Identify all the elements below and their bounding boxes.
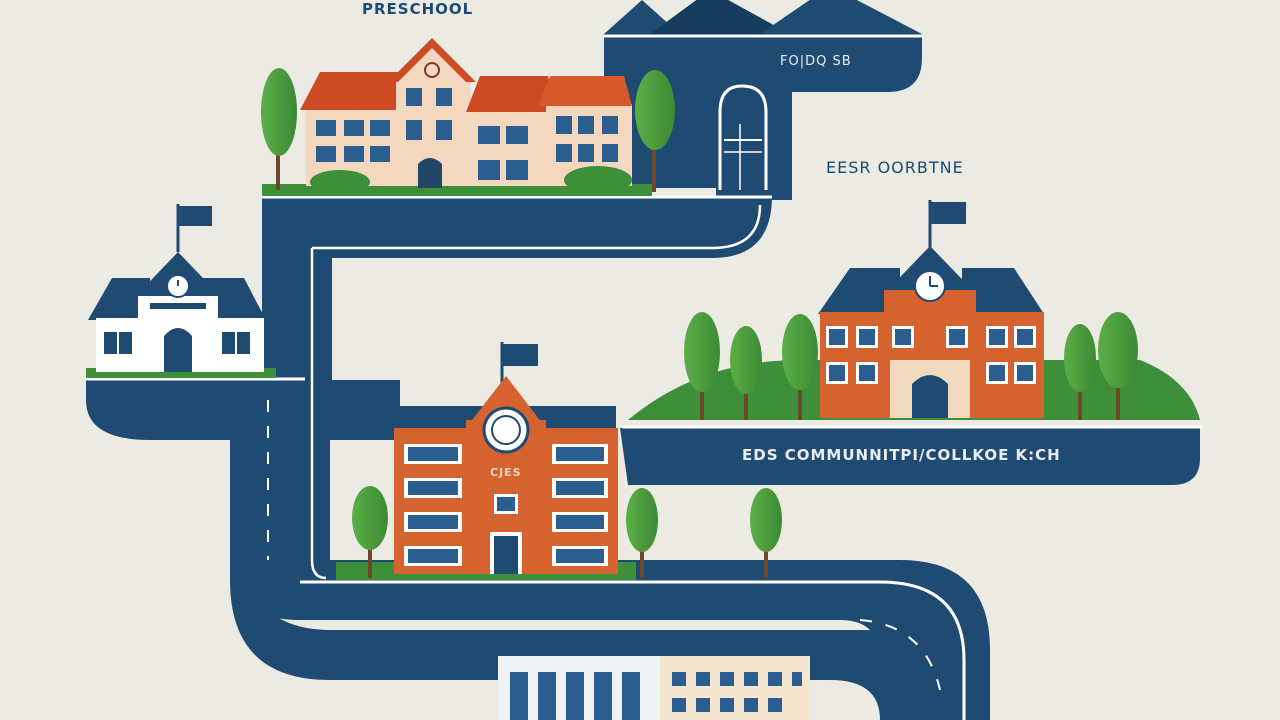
community-college-label: EDS COMMUNNITPI/COLLKOE K:CH [742, 446, 1061, 464]
tree-icon [626, 488, 658, 578]
road-edge-lines [86, 34, 1202, 720]
preschool-building [262, 38, 652, 196]
elementary-label: ECSS K.OON [452, 213, 556, 231]
building-sign-text: CJES [490, 466, 522, 479]
tree-icon [352, 486, 388, 578]
college-building [628, 200, 1200, 420]
mountain-icon [604, 0, 922, 38]
road-top-label: FO|DQ SB [780, 54, 852, 69]
tree-icon [1098, 312, 1138, 420]
gate-icon [718, 84, 768, 190]
tree-icon [730, 326, 762, 420]
preschool-label: PRESCHOOL [362, 0, 474, 18]
university-building [498, 646, 810, 720]
tree-icon [261, 68, 297, 190]
middle-school-label: EESR OORBTNE [826, 158, 964, 177]
tree-icon [684, 312, 720, 420]
road-center-dashes [267, 400, 941, 691]
winding-road [86, 38, 1200, 720]
tree-icon [635, 70, 675, 192]
tree-icon [1064, 324, 1096, 420]
tree-icon [782, 314, 818, 420]
schoolhouse-building [86, 204, 276, 378]
high-school-building [336, 342, 636, 580]
tree-icon [750, 488, 782, 578]
